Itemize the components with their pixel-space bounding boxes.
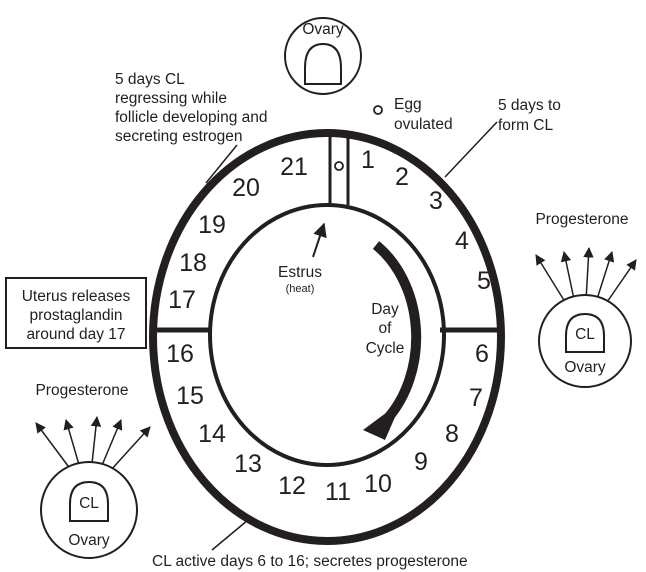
day-8: 8 [445,420,459,448]
day-3: 3 [429,187,443,215]
heat-label: (heat) [286,283,315,295]
form-cl-leader [445,122,497,177]
egg-label-line1: Egg [394,96,422,113]
day-5: 5 [477,267,491,295]
day-15: 15 [176,382,204,410]
egg-icon [374,106,382,114]
day-14: 14 [198,420,226,448]
day-1: 1 [361,146,375,174]
form-cl-line2: form CL [498,117,554,134]
day-12: 12 [278,472,306,500]
regressing-line3: follicle developing and [115,109,268,126]
estrus-arrow [313,224,324,257]
form-cl-line1: 5 days to [498,97,561,114]
day-20: 20 [232,174,260,202]
day-6: 6 [475,340,489,368]
day-18: 18 [179,249,207,277]
progesterone-label-left: Progesterone [35,382,128,399]
cycle-label-line3: Cycle [366,340,405,357]
day-19: 19 [198,211,226,239]
day-21: 21 [280,153,308,181]
left-cl-label: CL [79,495,99,512]
egg-label-line2: ovulated [394,116,453,133]
regressing-line1: 5 days CL [115,71,185,88]
regressing-line4: secreting estrogen [115,128,243,145]
day-2: 2 [395,163,409,191]
day-16: 16 [166,340,194,368]
uterus-line1: Uterus releases [22,288,131,305]
left-ovary-label: Ovary [68,532,110,549]
day-13: 13 [234,450,262,478]
estrus-label: Estrus [278,264,322,281]
uterus-line2: prostaglandin [29,307,122,324]
day-10: 10 [364,470,392,498]
cl-active-caption: CL active days 6 to 16; secretes progest… [152,553,468,570]
day-9: 9 [414,448,428,476]
cycle-label-line2: of [379,320,393,337]
regressing-line2: regressing while [115,90,227,107]
top-ovary-follicle [305,44,341,84]
day-7: 7 [469,384,483,412]
cycle-direction-arrowhead [363,401,402,440]
egg-marker-in-ring [335,162,343,170]
inner-ring [210,205,444,465]
day-17: 17 [168,286,196,314]
progesterone-label-right: Progesterone [535,211,628,228]
top-ovary-label: Ovary [302,21,344,38]
right-ovary-label: Ovary [564,359,606,376]
right-cl-label: CL [575,326,595,343]
uterus-line3: around day 17 [26,326,125,343]
cycle-label-line1: Day [371,301,399,318]
cl-active-leader [212,520,248,550]
day-11: 11 [325,478,351,506]
day-4: 4 [455,227,469,255]
